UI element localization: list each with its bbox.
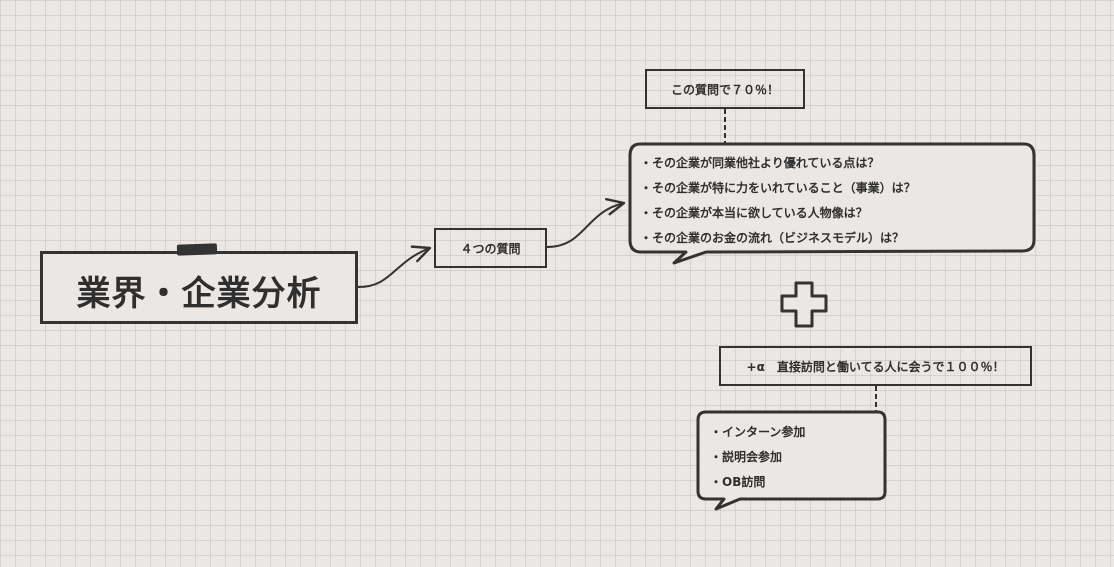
questions-callout-bubble	[628, 142, 1036, 265]
tape-decoration	[176, 243, 218, 256]
question-item: ・その企業が特に力をいれていること（事業）は？	[640, 181, 916, 195]
alpha-header-label: +α 直接訪問と働いてる人に会うで１００％！	[746, 359, 1005, 374]
questions-header-label: この質問で７０％！	[670, 82, 779, 97]
questions-header-node[interactable]: この質問で７０％！	[645, 69, 805, 109]
main-topic-node[interactable]: 業界・企業分析	[40, 251, 358, 324]
four-questions-label: ４つの質問	[460, 241, 521, 256]
plus-icon	[780, 281, 828, 328]
alpha-header-node[interactable]: +α 直接訪問と働いてる人に会うで１００％！	[719, 346, 1032, 386]
questions-list[interactable]: ・その企業が同業他社より優れている点は？ ・その企業が特に力をいれていること（事…	[640, 154, 916, 254]
arrow-questions-to-callout	[546, 198, 626, 248]
question-item: ・その企業のお金の流れ（ビジネスモデル）は？	[640, 231, 905, 245]
alpha-item: ・説明会参加	[710, 450, 783, 464]
alpha-item: ・インターン参加	[710, 425, 806, 439]
main-topic-label: 業界・企業分析	[76, 274, 322, 314]
alpha-item: ・OB訪問	[710, 475, 766, 489]
alpha-list[interactable]: ・インターン参加 ・説明会参加 ・OB訪問	[710, 423, 805, 498]
alpha-callout-bubble	[696, 410, 887, 511]
arrow-main-to-questions	[357, 245, 432, 288]
question-item: ・その企業が本当に欲している人物像は？	[640, 206, 868, 220]
question-item: ・その企業が同業他社より優れている点は？	[640, 156, 880, 170]
four-questions-node[interactable]: ４つの質問	[434, 228, 547, 268]
